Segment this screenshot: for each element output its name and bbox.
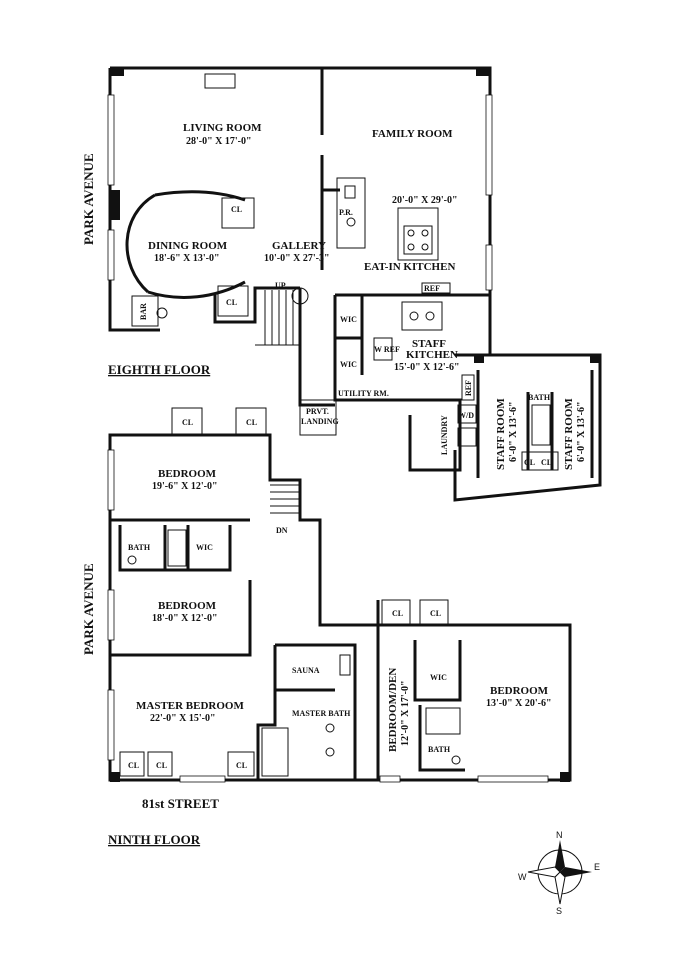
label-cl-dining-2: CL	[226, 298, 237, 307]
label-bath-bed1: BATH	[128, 543, 151, 552]
label-ref-kitchen: REF	[424, 284, 440, 293]
room-name-dining-room: DINING ROOM	[148, 240, 228, 252]
room-name-family-room: FAMILY ROOM	[372, 128, 453, 140]
room-dims-bedroom-den: 12'-0" X 17'-0"	[400, 680, 411, 746]
label-wic-2: WIC	[340, 360, 357, 369]
compass-west: W	[518, 872, 527, 882]
label-bath-staff: BATH	[528, 393, 551, 402]
label-w-ref: W REF	[374, 345, 400, 354]
compass-north: N	[556, 830, 563, 840]
label-cl-dining-1: CL	[231, 205, 242, 214]
compass-icon	[527, 840, 592, 905]
label-cl-bed1-2: CL	[246, 418, 257, 427]
label-cl-staff-2: CL	[541, 458, 552, 467]
room-name-living-room: LIVING ROOM	[183, 122, 262, 134]
label-laundry: LAUNDRY	[440, 415, 449, 455]
label-landing: LANDING	[301, 417, 339, 426]
room-name-gallery: GALLERY	[272, 240, 326, 252]
label-prvt: PRVT.	[306, 407, 329, 416]
room-name-staff-kitchen: STAFF	[412, 338, 446, 350]
room-name-staff-room-1: STAFF ROOM	[495, 398, 507, 470]
room-dims-gallery: 10'-0" X 27'-3"	[264, 253, 330, 264]
floor-title-ninth: NINTH FLOOR	[108, 832, 201, 847]
room-name-bedroom-2: BEDROOM	[158, 600, 217, 612]
label-wic-bed1: WIC	[196, 543, 213, 552]
room-dims-staff-room-2: 6'-0" X 13'-6"	[576, 401, 587, 462]
compass-south: S	[556, 906, 562, 916]
room-name-bedroom-1: BEDROOM	[158, 468, 217, 480]
ninth-floor-plan	[107, 407, 572, 783]
label-powder-room: P.R.	[339, 208, 353, 217]
room-name-bedroom-den: BEDROOM/DEN	[387, 668, 399, 752]
label-up: UP	[275, 281, 286, 290]
label-master-bath: MASTER BATH	[292, 709, 351, 718]
label-cl-den-2: CL	[430, 609, 441, 618]
label-bar: BAR	[139, 303, 148, 320]
label-dn: DN	[276, 526, 288, 535]
room-name-master-bedroom: MASTER BEDROOM	[136, 700, 244, 712]
room-dims-dining-room: 18'-6" X 13'-0"	[154, 253, 220, 264]
label-bath-bed3: BATH	[428, 745, 451, 754]
room-name-bedroom-3: BEDROOM	[490, 685, 549, 697]
label-sauna: SAUNA	[292, 666, 320, 675]
label-cl-bed1-1: CL	[182, 418, 193, 427]
room-dims-family-room: 20'-0" X 29'-0"	[392, 195, 458, 206]
label-cl-staff-1: CL	[524, 458, 535, 467]
room-dims-bedroom-2: 18'-0" X 12'-0"	[152, 613, 218, 624]
room-dims-living-room: 28'-0" X 17'-0"	[186, 136, 252, 147]
street-label-park-avenue-upper: PARK AVENUE	[81, 153, 96, 245]
label-wic-1: WIC	[340, 315, 357, 324]
room-dims-bedroom-1: 19'-6" X 12'-0"	[152, 481, 218, 492]
room-dims-staff-room-1: 6'-0" X 13'-6"	[508, 401, 519, 462]
label-cl-den-1: CL	[392, 609, 403, 618]
street-label-park-avenue-lower: PARK AVENUE	[81, 563, 96, 655]
compass-east: E	[594, 862, 600, 872]
label-wic-bed3: WIC	[430, 673, 447, 682]
room-dims-bedroom-3: 13'-0" X 20'-6"	[486, 698, 552, 709]
room-dims-staff-kitchen: 15'-0" X 12'-6"	[394, 362, 460, 373]
room-name-staff-kitchen-2: KITCHEN	[406, 349, 458, 361]
floor-title-eighth: EIGHTH FLOOR	[108, 362, 211, 377]
label-utility-room: UTILITY RM.	[338, 389, 389, 398]
label-cl-master-1: CL	[128, 761, 139, 770]
room-name-staff-room-2: STAFF ROOM	[563, 398, 575, 470]
room-name-eat-in-kitchen: EAT-IN KITCHEN	[364, 261, 455, 273]
street-label-81st: 81st STREET	[142, 796, 219, 811]
eighth-floor-plan	[107, 66, 602, 502]
label-ref-staff: REF	[464, 380, 473, 396]
label-cl-master-3: CL	[236, 761, 247, 770]
room-dims-master-bedroom: 22'-0" X 15'-0"	[150, 713, 216, 724]
label-wd: W/D	[458, 411, 474, 420]
label-cl-master-2: CL	[156, 761, 167, 770]
